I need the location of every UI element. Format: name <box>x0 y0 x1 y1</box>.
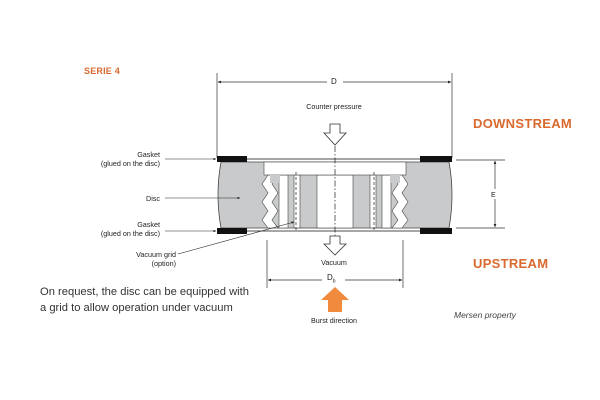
burst-direction-arrow-icon <box>321 287 349 312</box>
gasket-bottom-label: Gasket (glued on the disc) <box>60 220 160 238</box>
dimension-e <box>456 159 505 229</box>
vacuum-grid-note: (option) <box>151 259 176 268</box>
gasket-top-label: Gasket (glued on the disc) <box>60 150 160 168</box>
gaskets <box>217 156 452 234</box>
vacuum-arrow-icon <box>323 235 347 256</box>
dimension-d-label: D <box>331 77 337 86</box>
leader-lines <box>165 157 295 255</box>
gasket-top-title: Gasket <box>137 150 160 159</box>
burst-direction-label: Burst direction <box>311 316 357 325</box>
disc-label: Disc <box>146 194 160 203</box>
dimension-d <box>216 73 453 158</box>
gasket-top-note: (glued on the disc) <box>100 159 160 168</box>
vacuum-grid-label: Vacuum grid (option) <box>80 250 176 268</box>
vacuum-grid-title: Vacuum grid <box>136 250 176 259</box>
caption-text: On request, the disc can be equipped wit… <box>40 286 249 314</box>
gasket-bottom-title: Gasket <box>137 220 160 229</box>
counter-pressure-label: Counter pressure <box>306 102 362 111</box>
counter-pressure-arrow-icon <box>323 123 347 146</box>
serie-title: SERIE 4 <box>84 66 120 76</box>
dimension-db <box>266 240 404 288</box>
gasket-bottom-note: (glued on the disc) <box>100 229 160 238</box>
dimension-db-sub: b <box>332 278 336 285</box>
upstream-label: UPSTREAM <box>473 256 549 271</box>
vacuum-label: Vacuum <box>321 258 347 267</box>
copyright-text: Mersen property <box>454 310 516 320</box>
dimension-db-main: D <box>327 273 333 282</box>
dimension-db-label: Db <box>327 273 336 287</box>
vacuum-grid <box>295 172 375 232</box>
dimension-e-label: E <box>491 192 496 199</box>
downstream-label: DOWNSTREAM <box>473 116 573 131</box>
